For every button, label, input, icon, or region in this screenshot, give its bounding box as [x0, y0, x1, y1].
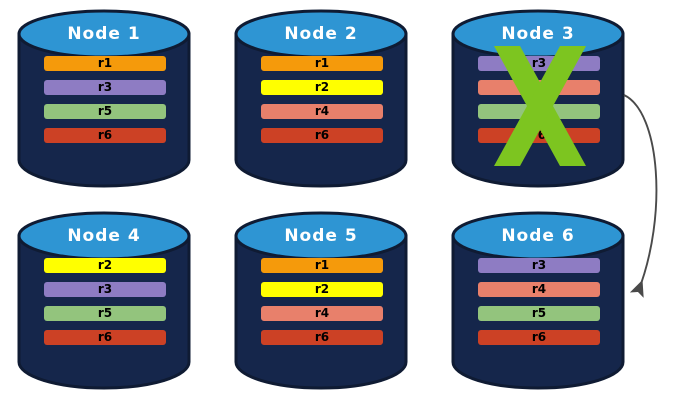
record-bar-r3[interactable]: r3: [44, 80, 166, 95]
record-bar-r2[interactable]: r2: [44, 258, 166, 273]
record-bar-r5[interactable]: r5: [44, 104, 166, 119]
record-list: r1 r2 r4 r6: [261, 56, 383, 143]
record-bar-r6[interactable]: r6: [44, 128, 166, 143]
record-bar-r1[interactable]: r1: [261, 258, 383, 273]
record-list: r1 r3 r5 r6: [44, 56, 166, 143]
cylinder-top: [234, 9, 408, 59]
record-bar-r3[interactable]: r3: [478, 56, 600, 71]
cylinder-top: [17, 9, 191, 59]
record-bar-r6[interactable]: r6: [478, 330, 600, 345]
cylinder-top: [17, 211, 191, 261]
record-bar-r4[interactable]: r4: [261, 104, 383, 119]
record-bar-r6[interactable]: r6: [44, 330, 166, 345]
record-bar-r4[interactable]: r4: [478, 80, 600, 95]
cylinder-top: [451, 9, 625, 59]
record-bar-r5[interactable]: r5: [44, 306, 166, 321]
record-bar-r5[interactable]: r5: [478, 104, 600, 119]
cylinder-top: [234, 211, 408, 261]
record-list: r2 r3 r5 r6: [44, 258, 166, 345]
record-list: r3 r4 r5 r6: [478, 56, 600, 143]
record-bar-r3[interactable]: r3: [478, 258, 600, 273]
record-bar-r1[interactable]: r1: [261, 56, 383, 71]
record-bar-r4[interactable]: r4: [261, 306, 383, 321]
record-bar-r3[interactable]: r3: [44, 282, 166, 297]
record-list: r3 r4 r5 r6: [478, 258, 600, 345]
record-bar-r2[interactable]: r2: [261, 80, 383, 95]
record-bar-r6[interactable]: r6: [261, 330, 383, 345]
record-bar-r6[interactable]: r6: [261, 128, 383, 143]
record-list: r1 r2 r4 r6: [261, 258, 383, 345]
record-bar-r4[interactable]: r4: [478, 282, 600, 297]
cylinder-top: [451, 211, 625, 261]
record-bar-r1[interactable]: r1: [44, 56, 166, 71]
record-bar-r5[interactable]: r5: [478, 306, 600, 321]
record-bar-r2[interactable]: r2: [261, 282, 383, 297]
record-bar-r6[interactable]: r6: [478, 128, 600, 143]
